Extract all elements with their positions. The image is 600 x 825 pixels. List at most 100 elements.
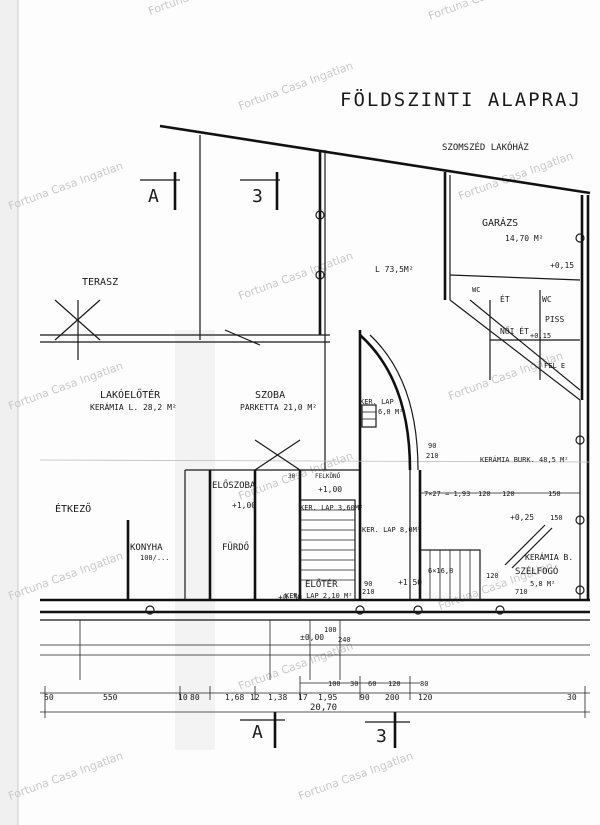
watermark: Fortuna Casa Ingatlan bbox=[7, 749, 125, 803]
kitchen-area: 100/... bbox=[140, 554, 170, 562]
dim-label: 50 bbox=[44, 693, 54, 702]
dim-label: 710 bbox=[515, 588, 528, 596]
watermark: Fortuna Casa Ingatlan bbox=[447, 349, 565, 403]
column bbox=[315, 210, 325, 220]
upper-area: L 73,5M² bbox=[375, 265, 414, 274]
watermark: Fortuna Casa Ingatlan bbox=[427, 0, 545, 23]
terrace-cross bbox=[54, 299, 301, 471]
plan-title: FÖLDSZINTI ALAPRAJ bbox=[340, 88, 582, 111]
dim-label: 120 bbox=[486, 572, 499, 580]
dim-label: 120 bbox=[418, 693, 433, 702]
dim-label: 80 bbox=[190, 693, 200, 702]
section-marker-3: 3 bbox=[376, 726, 387, 747]
dim-label: 17 bbox=[298, 693, 308, 702]
dim-label: 100 bbox=[324, 626, 337, 634]
stair-area: KER. LAP 3,60M² bbox=[300, 504, 363, 512]
level-mark: +0,15 bbox=[550, 261, 574, 270]
section-marker-a: A bbox=[252, 722, 263, 743]
stair-small bbox=[361, 404, 377, 428]
dim-label: 6×16,8 bbox=[428, 567, 453, 575]
neighbor-wall bbox=[159, 124, 591, 195]
dim-label: 30 bbox=[288, 473, 296, 480]
stair-area-2: KER. LAP 8,0M² bbox=[362, 526, 421, 534]
kitchen-label: KONYHA bbox=[130, 543, 163, 553]
column bbox=[145, 605, 155, 615]
column bbox=[355, 605, 365, 615]
dim-label: 60 bbox=[368, 680, 376, 688]
level-mark: +1,00 bbox=[318, 485, 342, 494]
column bbox=[575, 585, 585, 595]
level-mark: +0,30 bbox=[278, 593, 302, 602]
room-floor: PARKETTA 21,0 M² bbox=[240, 403, 317, 412]
section-marker-a-bottom: A bbox=[240, 712, 285, 748]
piss-label: PISS bbox=[545, 315, 564, 324]
noi-label: NŐI ÉT bbox=[500, 325, 529, 336]
curved-wall-inner bbox=[369, 334, 419, 471]
wc-label: WC bbox=[472, 286, 480, 294]
column bbox=[315, 270, 325, 280]
garage-label: GARÁZS bbox=[482, 216, 518, 229]
neighbor-label: SZOMSZÉD LAKÓHÁZ bbox=[442, 141, 529, 153]
living-label: LAKÓELŐTÉR bbox=[100, 387, 161, 401]
ker-lap-top: KER. LAP bbox=[360, 398, 394, 406]
watermark: Fortuna Casa Ingatlan bbox=[237, 249, 355, 303]
dim-label: 90 bbox=[364, 580, 372, 588]
ker-lap-top-area: 6,0 M² bbox=[378, 408, 403, 416]
dimension-lines bbox=[40, 492, 590, 718]
dim-label: 90 bbox=[360, 693, 370, 702]
columns bbox=[145, 210, 585, 615]
entry-label: SZÉLFOGÓ bbox=[515, 565, 558, 577]
section-marker-a-top: A bbox=[140, 172, 180, 210]
watermark: Fortuna Casa Ingatlan bbox=[237, 59, 355, 113]
section-marker-3-bottom: 3 bbox=[365, 712, 410, 748]
section-marker-3: 3 bbox=[252, 186, 263, 207]
wc-label-2: WC bbox=[542, 295, 552, 304]
dim-label: 10 bbox=[178, 693, 188, 702]
fel-e-label: FEL E bbox=[544, 362, 565, 370]
level-mark: +0,25 bbox=[510, 513, 534, 522]
dim-label: 80 bbox=[420, 680, 428, 688]
et-label: ÉT bbox=[500, 293, 510, 304]
diagonal-wall-2 bbox=[469, 299, 581, 391]
dim-label: 30 bbox=[350, 680, 358, 688]
level-mark: +1,50 bbox=[398, 578, 422, 587]
garage-wall-bottom bbox=[449, 274, 581, 281]
dim-label: 30 bbox=[567, 693, 577, 702]
room-labels: SZOMSZÉD LAKÓHÁZ GARÁZS 14,70 M² TERASZ … bbox=[55, 141, 573, 600]
entry-floor: KERÁMIA B. bbox=[525, 551, 573, 562]
section-marker-a: A bbox=[148, 186, 159, 207]
diagonal-wall bbox=[449, 299, 581, 401]
felkono-label: FELKÖNŐ bbox=[315, 473, 341, 480]
dim-label: 1,38 bbox=[268, 693, 287, 702]
column bbox=[575, 435, 585, 445]
watermark: Fortuna Casa Ingatlan bbox=[7, 549, 125, 603]
ramp-line-2 bbox=[511, 527, 553, 569]
corridor-floor: KERÁMIA BURK. 48,5 M² bbox=[480, 455, 569, 464]
column bbox=[413, 605, 423, 615]
bath-label: FÜRDŐ bbox=[222, 542, 249, 553]
dim-label: 150 bbox=[548, 490, 561, 498]
ramp-line bbox=[504, 524, 546, 566]
column bbox=[575, 233, 585, 243]
hall-label: ELŐTÉR bbox=[305, 578, 338, 590]
column bbox=[495, 605, 505, 615]
dim-label: 550 bbox=[103, 693, 118, 702]
section-marker-3-top: 3 bbox=[240, 172, 280, 210]
room-label: SZOBA bbox=[255, 390, 285, 401]
level-mark: +1,00 bbox=[232, 501, 256, 510]
dim-label: 210 bbox=[426, 452, 439, 460]
level-mark: ±0,00 bbox=[300, 633, 324, 642]
dim-label: 120 bbox=[502, 490, 515, 498]
level-marks: +0,15 +1,00 +1,00 +0,25 +0,30 +1,50 ±0,0… bbox=[232, 261, 574, 642]
dim-label: 240 bbox=[338, 636, 351, 644]
dim-label: 12 bbox=[250, 693, 260, 702]
garage-area: 14,70 M² bbox=[505, 234, 544, 243]
hall-area: KER. LAP 2,10 M² bbox=[285, 592, 352, 600]
dim-label: 90 bbox=[428, 442, 436, 450]
entry-area: 5,8 M² bbox=[530, 580, 555, 588]
scan-fold-shadow bbox=[175, 330, 215, 750]
dim-label: 210 bbox=[362, 588, 375, 596]
column bbox=[575, 515, 585, 525]
watermark: Fortuna Casa Ingatlan bbox=[297, 749, 415, 803]
